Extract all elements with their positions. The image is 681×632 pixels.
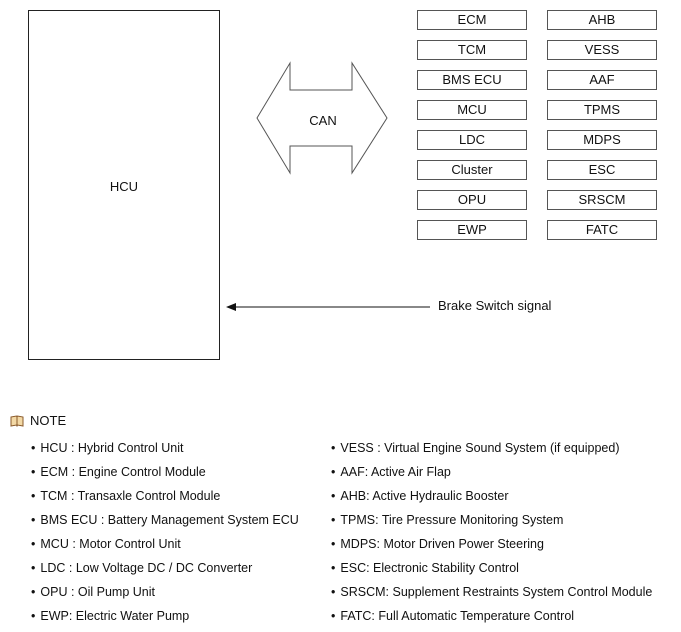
ecu-box-ldc: LDC xyxy=(417,130,527,150)
ecu-box-aaf: AAF xyxy=(547,70,657,90)
note-item: TPMS: Tire Pressure Monitoring System xyxy=(331,512,652,536)
note-item: OPU : Oil Pump Unit xyxy=(31,584,299,608)
note-item: FATC: Full Automatic Temperature Control xyxy=(331,608,652,632)
note-item: ECM : Engine Control Module xyxy=(31,464,299,488)
note-item: AAF: Active Air Flap xyxy=(331,464,652,488)
book-icon xyxy=(10,414,24,427)
note-list-left: HCU : Hybrid Control UnitECM : Engine Co… xyxy=(31,440,299,632)
hcu-label: HCU xyxy=(109,179,139,194)
note-item: EWP: Electric Water Pump xyxy=(31,608,299,632)
note-item: TCM : Transaxle Control Module xyxy=(31,488,299,512)
ecu-box-mdps: MDPS xyxy=(547,130,657,150)
note-header: NOTE xyxy=(10,413,66,428)
ecu-box-opu: OPU xyxy=(417,190,527,210)
ecu-box-tcm: TCM xyxy=(417,40,527,60)
ecu-box-ewp: EWP xyxy=(417,220,527,240)
can-label: CAN xyxy=(309,113,337,128)
note-list-right: VESS : Virtual Engine Sound System (if e… xyxy=(331,440,652,632)
ecu-box-vess: VESS xyxy=(547,40,657,60)
ecu-box-cluster: Cluster xyxy=(417,160,527,180)
note-item: MCU : Motor Control Unit xyxy=(31,536,299,560)
note-item: SRSCM: Supplement Restraints System Cont… xyxy=(331,584,652,608)
ecu-box-esc: ESC xyxy=(547,160,657,180)
note-item: VESS : Virtual Engine Sound System (if e… xyxy=(331,440,652,464)
note-item: LDC : Low Voltage DC / DC Converter xyxy=(31,560,299,584)
ecu-box-ecm: ECM xyxy=(417,10,527,30)
hcu-box: HCU xyxy=(28,10,220,360)
ecu-box-bms-ecu: BMS ECU xyxy=(417,70,527,90)
note-item: HCU : Hybrid Control Unit xyxy=(31,440,299,464)
ecu-box-srscm: SRSCM xyxy=(547,190,657,210)
note-item: MDPS: Motor Driven Power Steering xyxy=(331,536,652,560)
note-item: AHB: Active Hydraulic Booster xyxy=(331,488,652,512)
note-title: NOTE xyxy=(30,413,67,428)
can-bus-arrow xyxy=(256,61,388,175)
note-item: ESC: Electronic Stability Control xyxy=(331,560,652,584)
brake-switch-signal-label: Brake Switch signal xyxy=(438,298,552,313)
note-item: BMS ECU : Battery Management System ECU xyxy=(31,512,298,536)
ecu-box-tpms: TPMS xyxy=(547,100,657,120)
ecu-box-mcu: MCU xyxy=(417,100,527,120)
brake-signal-arrowhead xyxy=(226,303,236,311)
ecu-box-fatc: FATC xyxy=(547,220,657,240)
ecu-box-ahb: AHB xyxy=(547,10,657,30)
